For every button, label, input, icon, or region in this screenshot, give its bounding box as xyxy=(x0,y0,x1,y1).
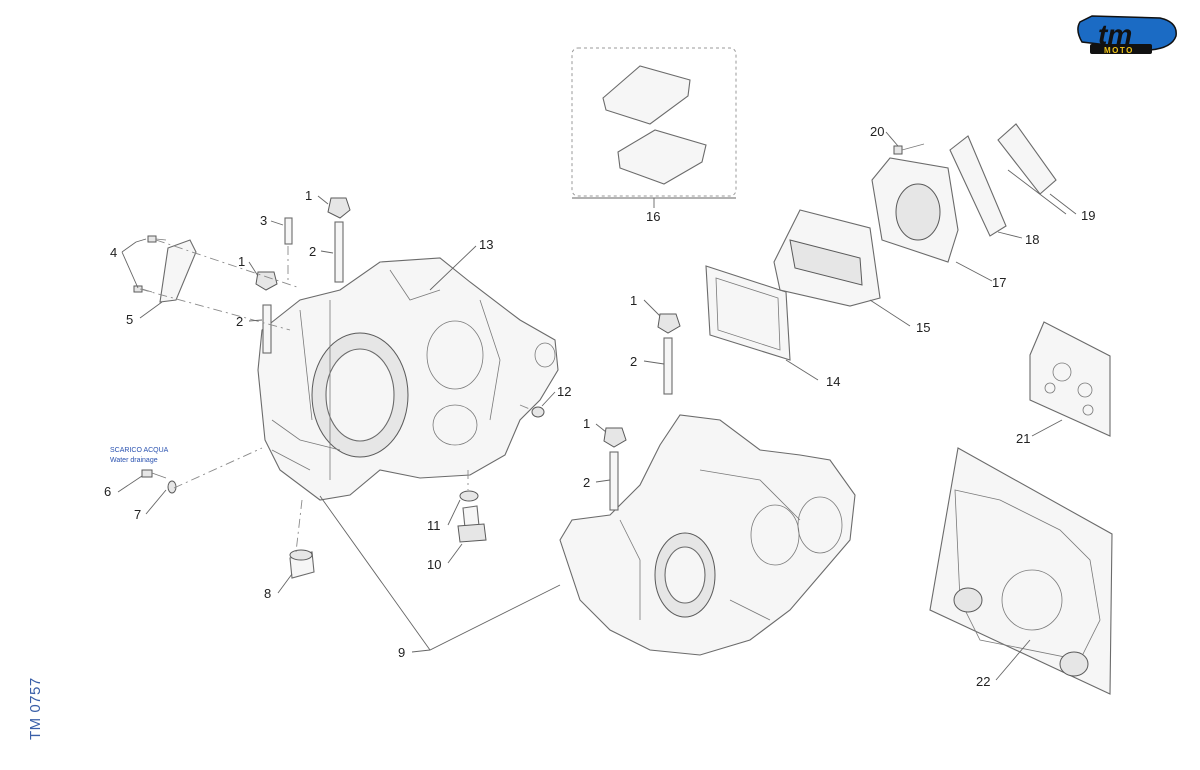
callout-1: 1 xyxy=(630,293,637,308)
callout-3: 3 xyxy=(260,213,267,228)
drawing-code: TM 0757 xyxy=(27,677,44,740)
callout-12: 12 xyxy=(557,384,571,399)
callout-2: 2 xyxy=(236,314,243,329)
nut-1c-icon xyxy=(657,313,681,334)
callout-14: 14 xyxy=(826,374,840,389)
callout-10: 10 xyxy=(427,557,441,572)
callout-7: 7 xyxy=(134,507,141,522)
bolt-20-icon xyxy=(893,143,925,155)
gasket-14-icon xyxy=(705,265,791,361)
callout-20: 20 xyxy=(870,124,884,139)
callout-2: 2 xyxy=(309,244,316,259)
assembly-lines xyxy=(139,239,533,553)
callout-2: 2 xyxy=(630,354,637,369)
leader-lines xyxy=(117,131,1077,681)
left-crankcase xyxy=(257,257,559,501)
screw-4-icon xyxy=(133,235,167,293)
drain-plug-10-icon xyxy=(457,505,487,543)
seal-kit-21-icon xyxy=(1029,321,1111,437)
stud-2a-icon xyxy=(334,221,344,283)
tm-moto-logo: tm MOTO xyxy=(1077,15,1177,55)
callout-1: 1 xyxy=(238,254,245,269)
callout-15: 15 xyxy=(916,320,930,335)
callout-5: 5 xyxy=(126,312,133,327)
right-crankcase xyxy=(559,414,856,656)
callout-13: 13 xyxy=(479,237,493,252)
washer-11-icon xyxy=(459,490,479,502)
callout-21: 21 xyxy=(1016,431,1030,446)
gasket-kit-22-icon xyxy=(929,447,1113,695)
callout-8: 8 xyxy=(264,586,271,601)
spacer-18-icon xyxy=(949,135,1007,237)
stud-2b-icon xyxy=(262,304,272,354)
callout-6: 6 xyxy=(104,484,111,499)
intake-flange-17-icon xyxy=(871,157,959,263)
reed-petals-kit-16 xyxy=(571,47,737,197)
spacer-19-icon xyxy=(997,123,1057,195)
bracket-5-icon xyxy=(159,239,197,303)
callout-1: 1 xyxy=(305,188,312,203)
callout-19: 19 xyxy=(1081,208,1095,223)
callout-18: 18 xyxy=(1025,232,1039,247)
reed-valve-15-icon xyxy=(773,209,881,307)
callout-4: 4 xyxy=(110,245,117,260)
dowel-3-icon xyxy=(284,217,293,245)
callout-17: 17 xyxy=(992,275,1006,290)
callout-22: 22 xyxy=(976,674,990,689)
pin-12-icon xyxy=(531,406,545,418)
water-drainage-note: SCARICO ACQUA xyxy=(110,447,169,454)
washer-7-icon xyxy=(167,480,177,494)
callout-11: 11 xyxy=(427,518,441,533)
callout-9: 9 xyxy=(398,645,405,660)
callout-labels: 1 2 1 2 3 4 5 6 7 8 9 10 11 12 13 1 2 1 … xyxy=(104,124,1095,689)
nut-1b-icon xyxy=(255,271,278,291)
stud-2d-icon xyxy=(609,451,619,511)
nut-1d-icon xyxy=(603,427,627,448)
stud-2c-icon xyxy=(663,337,673,395)
nut-1a-icon xyxy=(327,197,351,219)
callout-1: 1 xyxy=(583,416,590,431)
bushing-8-icon xyxy=(289,549,315,579)
callout-16: 16 xyxy=(646,209,660,224)
drain-screw-6-icon xyxy=(141,469,167,479)
callout-2: 2 xyxy=(583,475,590,490)
svg-text:MOTO: MOTO xyxy=(1104,46,1134,55)
water-drainage-note-en: Water drainage xyxy=(110,457,158,464)
